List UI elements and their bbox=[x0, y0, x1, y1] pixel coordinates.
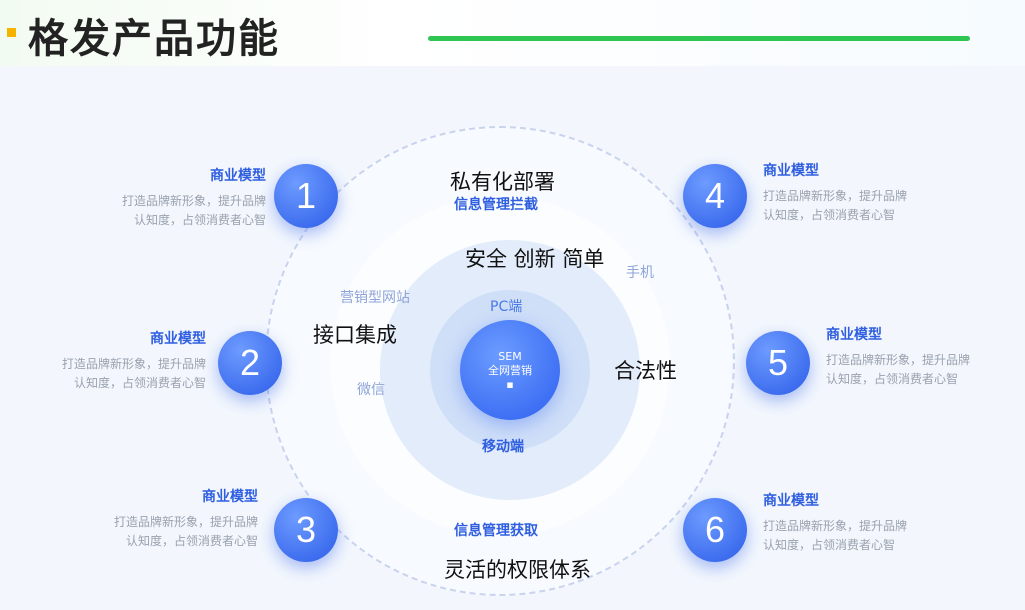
feature-badge-6: 6 bbox=[683, 498, 747, 562]
label-legality: 合法性 bbox=[614, 359, 677, 383]
header-bar: 格发产品功能 bbox=[0, 0, 1025, 66]
label-info-manage-get: 信息管理获取 bbox=[454, 523, 538, 539]
feature-desc-4: 打造品牌新形象，提升品牌 认知度，占领消费者心智 bbox=[763, 187, 953, 225]
feature-title-6: 商业模型 bbox=[763, 493, 819, 509]
feature-title-1: 商业模型 bbox=[210, 168, 266, 184]
label-pc: PC端 bbox=[490, 299, 523, 315]
feature-badge-2: 2 bbox=[218, 331, 282, 395]
label-safe-innov-simple: 安全 创新 简单 bbox=[465, 247, 605, 271]
core-label-line3: ▪ bbox=[506, 378, 514, 391]
page-title: 格发产品功能 bbox=[28, 16, 280, 62]
feature-desc-5: 打造品牌新形象，提升品牌 认知度，占领消费者心智 bbox=[826, 351, 1016, 389]
feature-badge-5: 5 bbox=[746, 331, 810, 395]
label-wechat: 微信 bbox=[357, 382, 385, 398]
core-circle bbox=[460, 320, 560, 420]
feature-desc-4-line2: 认知度，占领消费者心智 bbox=[763, 208, 896, 222]
feature-desc-6-line2: 认知度，占领消费者心智 bbox=[763, 538, 896, 552]
feature-desc-3-line2: 认知度，占领消费者心智 bbox=[125, 534, 258, 548]
title-underline bbox=[428, 36, 970, 41]
label-private-deploy: 私有化部署 bbox=[450, 170, 555, 194]
core-label-line1: SEM bbox=[498, 350, 522, 363]
feature-desc-6-line1: 打造品牌新形象，提升品牌 bbox=[763, 519, 908, 533]
feature-title-5: 商业模型 bbox=[826, 327, 882, 343]
label-api-integration: 接口集成 bbox=[313, 323, 397, 347]
feature-desc-5-line2: 认知度，占领消费者心智 bbox=[826, 372, 959, 386]
feature-desc-2: 打造品牌新形象，提升品牌 认知度，占领消费者心智 bbox=[16, 355, 206, 393]
feature-desc-5-line1: 打造品牌新形象，提升品牌 bbox=[826, 353, 971, 367]
label-marketing-site: 营销型网站 bbox=[340, 290, 410, 306]
feature-badge-3: 3 bbox=[274, 498, 338, 562]
feature-desc-2-line1: 打造品牌新形象，提升品牌 bbox=[61, 357, 206, 371]
core-label-line2: 全网营销 bbox=[488, 364, 532, 377]
label-flexible-permission: 灵活的权限体系 bbox=[444, 558, 591, 582]
feature-badge-1: 1 bbox=[274, 164, 338, 228]
label-mobile-end: 移动端 bbox=[482, 439, 524, 455]
label-info-manage-block: 信息管理拦截 bbox=[454, 197, 538, 213]
feature-title-3: 商业模型 bbox=[202, 489, 258, 505]
feature-title-2: 商业模型 bbox=[150, 331, 206, 347]
feature-desc-1: 打造品牌新形象，提升品牌 认知度，占领消费者心智 bbox=[76, 192, 266, 230]
core-label: SEM 全网营销 ▪ bbox=[460, 350, 560, 392]
feature-desc-4-line1: 打造品牌新形象，提升品牌 bbox=[763, 189, 908, 203]
title-marker bbox=[7, 28, 16, 37]
feature-desc-6: 打造品牌新形象，提升品牌 认知度，占领消费者心智 bbox=[763, 517, 953, 555]
feature-desc-1-line2: 认知度，占领消费者心智 bbox=[133, 213, 266, 227]
feature-desc-2-line2: 认知度，占领消费者心智 bbox=[73, 376, 206, 390]
feature-badge-4: 4 bbox=[683, 164, 747, 228]
feature-desc-3-line1: 打造品牌新形象，提升品牌 bbox=[113, 515, 258, 529]
feature-desc-3: 打造品牌新形象，提升品牌 认知度，占领消费者心智 bbox=[68, 513, 258, 551]
feature-desc-1-line1: 打造品牌新形象，提升品牌 bbox=[121, 194, 266, 208]
feature-title-4: 商业模型 bbox=[763, 163, 819, 179]
label-mobile-phone: 手机 bbox=[626, 265, 654, 281]
